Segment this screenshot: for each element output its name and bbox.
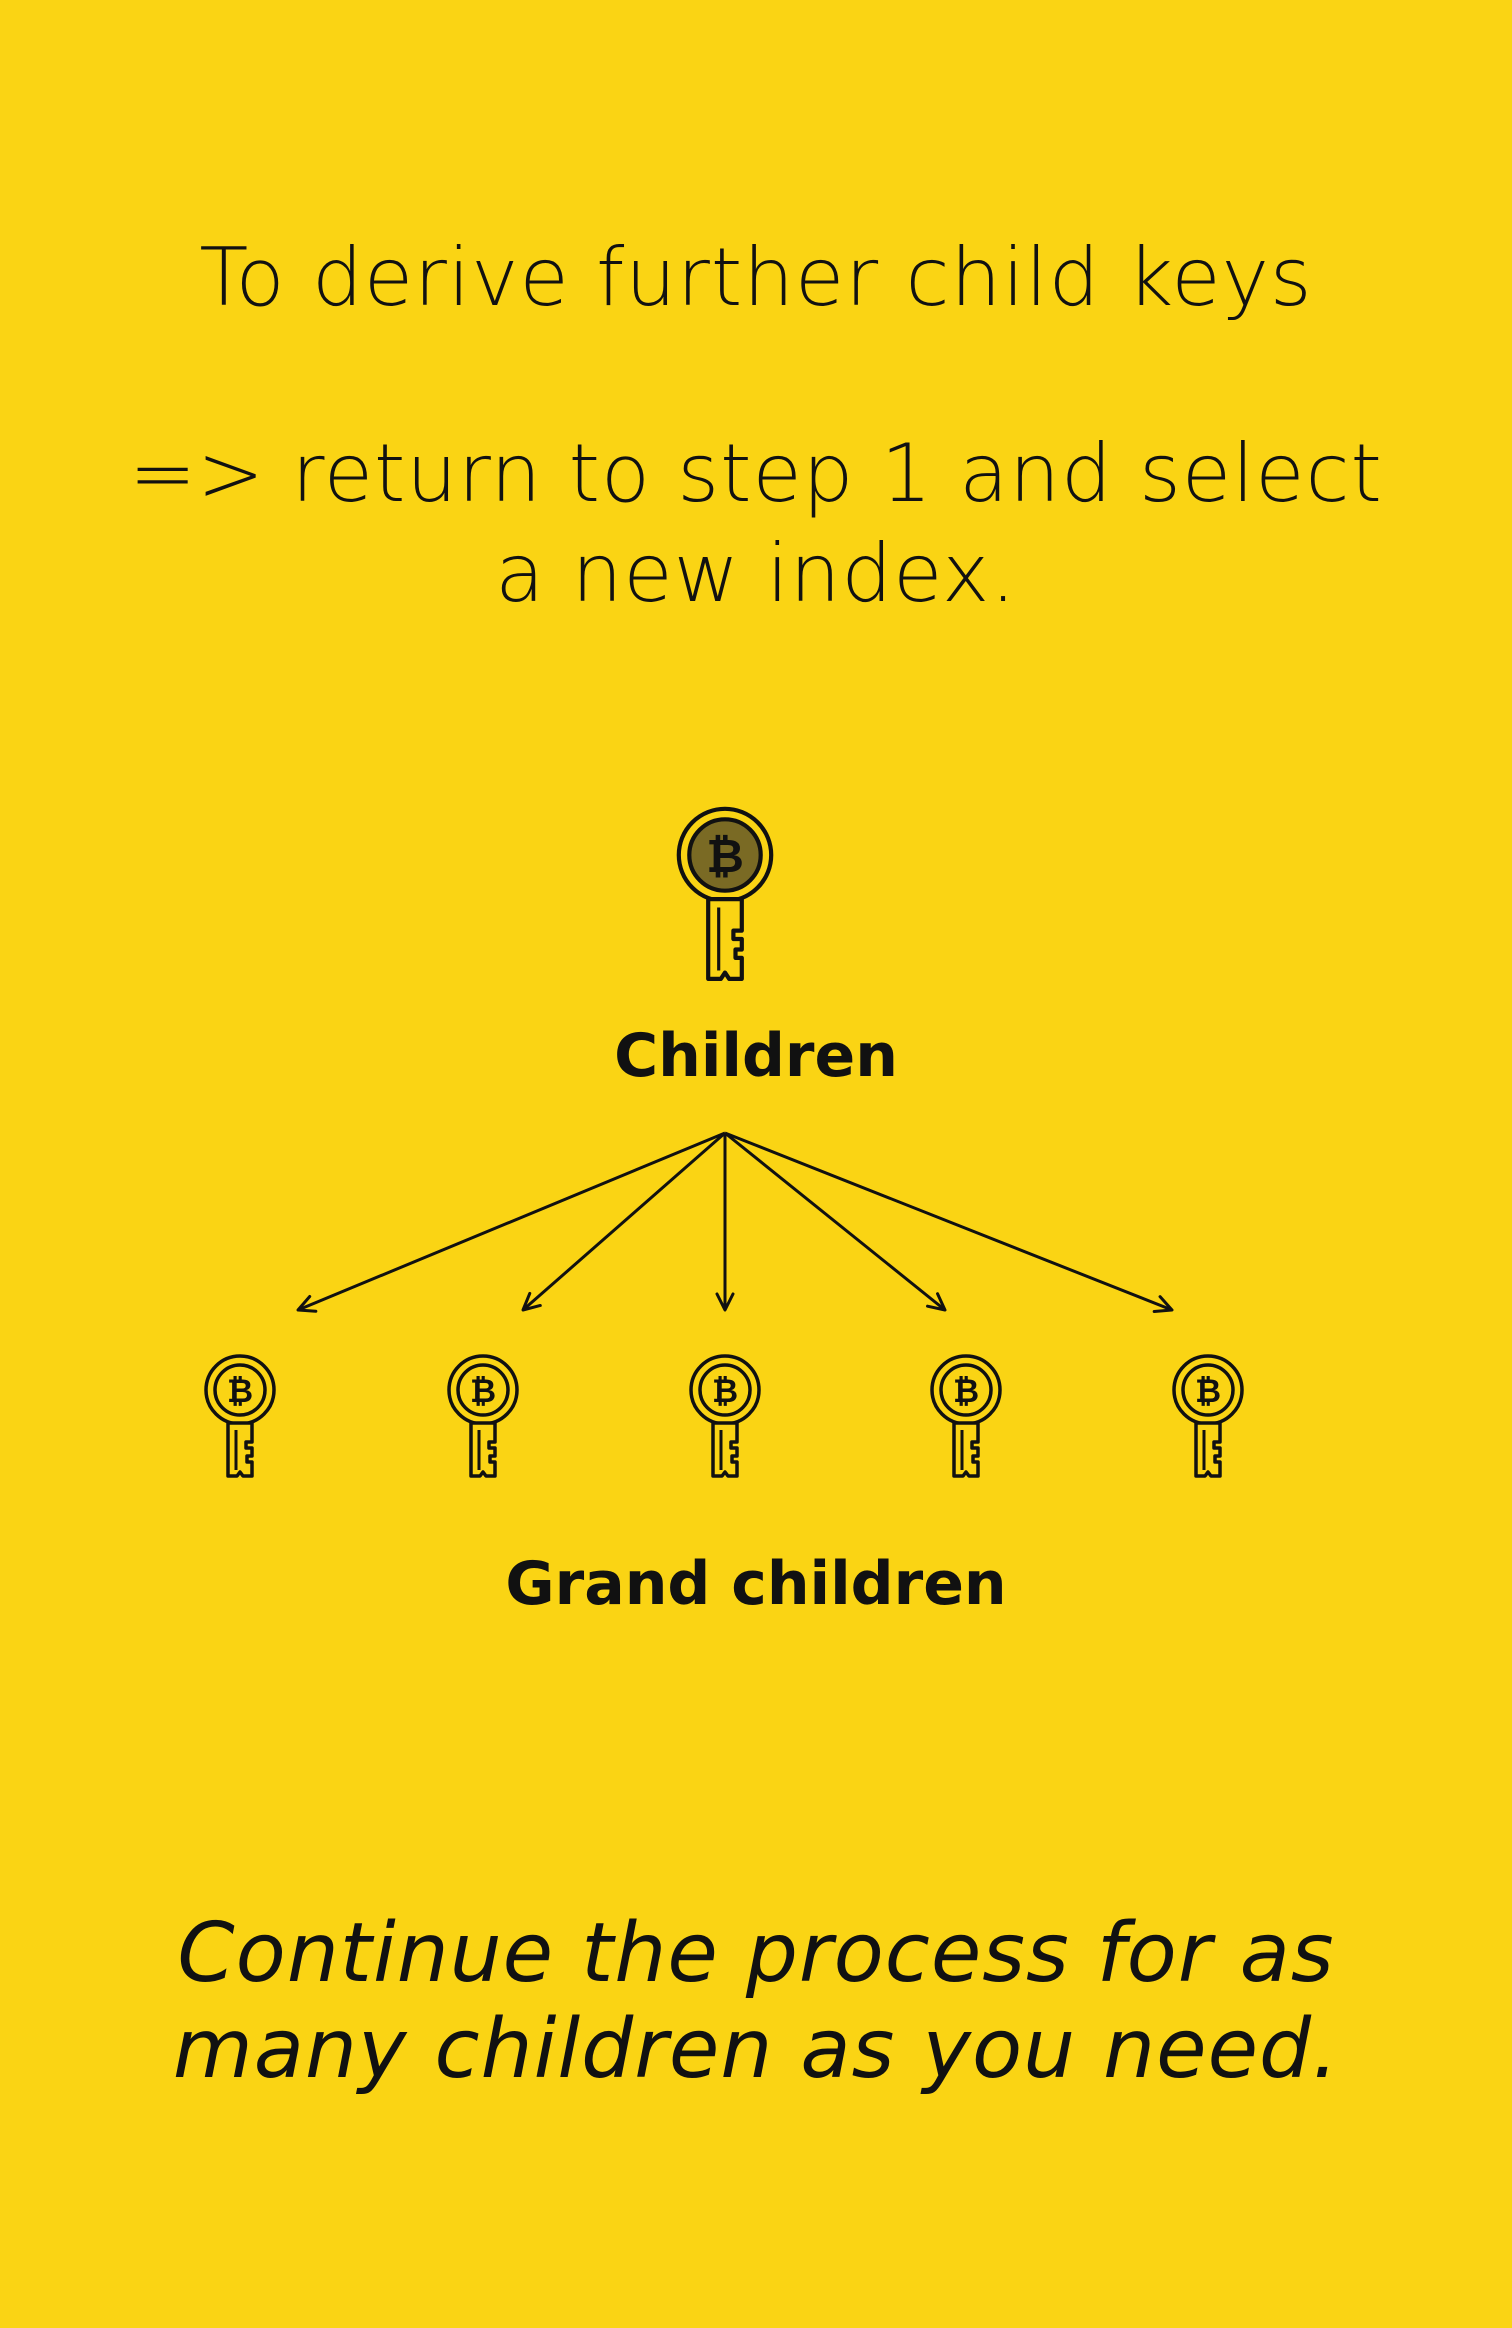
arrow-to-key-5	[724, 1131, 1174, 1314]
child-key-icon: ₿	[447, 1354, 519, 1478]
closing-line-1: Continue the process for as	[177, 1906, 1335, 2001]
parent-key-icon: ₿	[676, 806, 774, 981]
connectors	[296, 1131, 1174, 1314]
instruction-line-1: => return to step 1 and select	[129, 427, 1383, 520]
svg-text:₿: ₿	[953, 1372, 979, 1410]
arrow-to-key-2	[521, 1131, 726, 1312]
closing-line-2: many children as you need.	[172, 2002, 1340, 2097]
svg-text:₿: ₿	[470, 1372, 496, 1410]
svg-text:₿: ₿	[227, 1372, 253, 1410]
svg-text:₿: ₿	[712, 1372, 738, 1410]
svg-text:₿: ₿	[1195, 1372, 1221, 1410]
instruction-line-2: a new index.	[495, 527, 1017, 620]
arrow-to-key-4	[724, 1131, 947, 1312]
heading: To derive further child keys	[199, 231, 1313, 324]
grand-children-keys: ₿ ₿ ₿ ₿ ₿	[204, 1354, 1244, 1478]
child-key-icon: ₿	[1172, 1354, 1244, 1478]
arrow-to-key-1	[296, 1131, 726, 1313]
children-label: Children	[614, 1021, 898, 1091]
child-key-icon: ₿	[204, 1354, 276, 1478]
child-key-icon: ₿	[930, 1354, 1002, 1478]
svg-text:₿: ₿	[706, 829, 744, 883]
child-key-icon: ₿	[689, 1354, 761, 1478]
grand-children-label: Grand children	[505, 1549, 1007, 1619]
